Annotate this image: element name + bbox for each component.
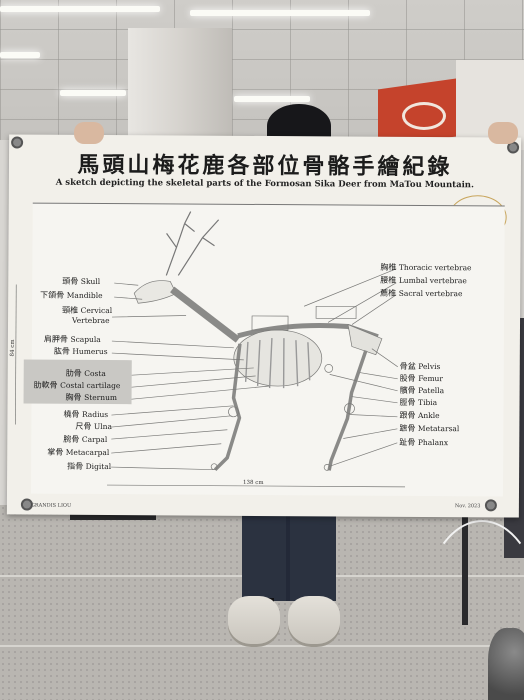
label-right-5: 髕骨 Patella: [399, 385, 445, 396]
pillar: [128, 28, 232, 140]
person-legs: [242, 505, 336, 601]
height-dimension: 84 cm: [10, 339, 16, 357]
label-zh: 肱骨: [53, 346, 73, 356]
footer-left: GRANDIS LIOU: [31, 503, 71, 509]
left-hand: [74, 122, 104, 144]
label-right-6: 脛骨 Tibia: [399, 397, 438, 408]
label-left-8: 胸骨 Sternum: [65, 392, 118, 403]
label-en: Femur: [418, 373, 444, 384]
label-left-3: Vertebrae: [72, 315, 110, 326]
label-zh: 橈骨: [63, 409, 83, 419]
label-left-7: 肋軟骨 Costal cartilage: [33, 380, 121, 391]
label-zh: 頸椎: [62, 305, 81, 315]
label-left-6: 肋骨 Costa: [65, 368, 106, 379]
label-zh: 腰椎: [380, 275, 399, 285]
label-right-9: 趾骨 Phalanx: [399, 437, 449, 448]
label-en: Tibia: [418, 397, 438, 408]
label-left-2: 頸椎 Cervical: [62, 305, 113, 316]
label-zh: 趾骨: [399, 437, 418, 447]
label-en: Sternum: [84, 392, 118, 403]
label-zh: 腕骨: [63, 434, 82, 444]
ceiling: [0, 0, 524, 140]
label-left-13: 指骨 Digital: [67, 461, 112, 472]
label-en: Vertebrae: [72, 315, 110, 326]
label-zh: 股骨: [399, 373, 419, 383]
label-zh: 脛骨: [399, 397, 419, 407]
deer-skeleton-drawing: 84 cm 138 cm GRANDIS LIOU Nov. 2023: [10, 211, 481, 509]
label-en: Ulna: [93, 421, 112, 432]
label-en: Metacarpal: [65, 447, 110, 458]
label-right-1: 腰椎 Lumbal vertebrae: [380, 275, 467, 286]
label-en: Digital: [85, 461, 112, 472]
label-en: Sacral vertebrae: [398, 288, 463, 299]
label-right-3: 骨盆 Pelvis: [399, 361, 441, 372]
label-zh: 掌骨: [47, 447, 66, 457]
label-right-0: 胸椎 Thoracic vertebrae: [380, 262, 472, 273]
label-zh: 蹠骨: [399, 423, 418, 433]
label-en: Costa: [84, 368, 106, 379]
label-left-0: 頭骨 Skull: [62, 276, 101, 287]
label-en: Radius: [81, 409, 109, 420]
label-zh: 胸骨: [65, 392, 85, 402]
label-left-1: 下頜骨 Mandible: [40, 290, 103, 301]
label-en: Pelvis: [418, 361, 441, 372]
width-dimension: 138 cm: [243, 480, 264, 486]
right-hand: [488, 122, 518, 144]
label-en: Scapula: [70, 334, 101, 345]
label-en: Humerus: [72, 346, 108, 357]
label-left-11: 腕骨 Carpal: [63, 434, 108, 445]
label-left-4: 肩胛骨 Scapula: [43, 334, 101, 345]
label-zh: 骨盆: [399, 361, 419, 371]
label-zh: 髕骨: [399, 385, 419, 395]
label-right-7: 跟骨 Ankle: [399, 410, 440, 421]
label-zh: 肋骨: [65, 368, 85, 378]
label-left-12: 掌骨 Metacarpal: [47, 447, 110, 458]
label-en: Patella: [418, 385, 445, 396]
label-zh: 肩胛骨: [43, 334, 71, 344]
label-en: Lumbal vertebrae: [398, 275, 467, 286]
label-zh: 肋軟骨: [33, 380, 61, 390]
footer-right: Nov. 2023: [455, 503, 481, 509]
label-en: Phalanx: [417, 437, 449, 448]
label-zh: 胸椎: [380, 262, 399, 272]
label-en: Ankle: [417, 410, 440, 421]
label-left-10: 尺骨 Ulna: [75, 421, 112, 432]
slipper-right: [288, 596, 340, 644]
label-right-8: 蹠骨 Metatarsal: [399, 423, 460, 434]
label-left-9: 橈骨 Radius: [63, 409, 109, 420]
label-zh: 頭骨: [62, 276, 81, 286]
label-right-4: 股骨 Femur: [399, 373, 444, 384]
label-zh: 指骨: [67, 461, 86, 471]
label-zh: 薦椎: [380, 288, 399, 298]
label-right-2: 薦椎 Sacral vertebrae: [380, 288, 463, 299]
cable: [420, 520, 524, 700]
label-en: Costal cartilage: [60, 380, 121, 391]
label-en: Thoracic vertebrae: [398, 262, 472, 273]
label-left-5: 肱骨 Humerus: [53, 346, 108, 357]
label-zh: 下頜骨: [40, 290, 67, 300]
label-zh: 跟骨: [399, 410, 419, 420]
skeleton-banner: 馬頭山梅花鹿各部位骨骼手繪紀錄 A sketch depicting the s…: [6, 134, 522, 518]
cat: [488, 628, 524, 700]
label-en: Carpal: [81, 434, 108, 445]
label-en: Skull: [80, 276, 101, 286]
label-en: Metatarsal: [417, 423, 460, 434]
slipper-left: [228, 596, 280, 644]
label-zh: 尺骨: [75, 421, 94, 431]
label-en: Mandible: [66, 290, 103, 301]
label-en: Cervical: [80, 305, 113, 316]
